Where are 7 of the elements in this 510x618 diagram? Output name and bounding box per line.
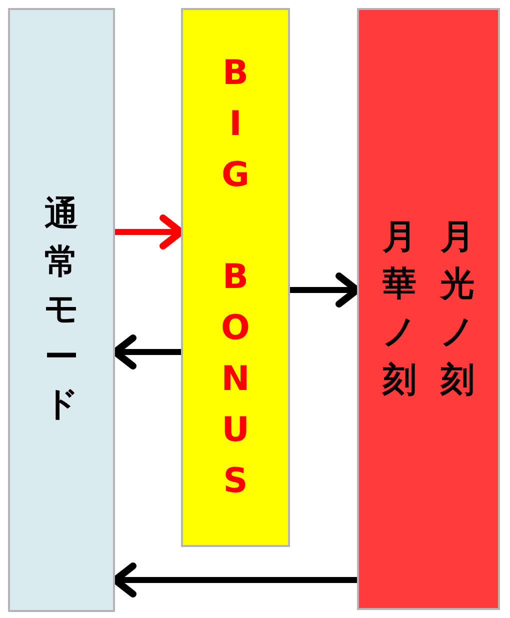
mode-box [8,8,115,612]
mode-box [357,8,500,610]
mode-label: 月華ノ刻 [382,216,418,402]
mode-box [181,8,290,547]
mode-label: 通常モード [44,193,80,426]
mode-label: BIG BONUS [220,52,251,503]
mode-label: 月光ノ刻 [440,216,476,402]
